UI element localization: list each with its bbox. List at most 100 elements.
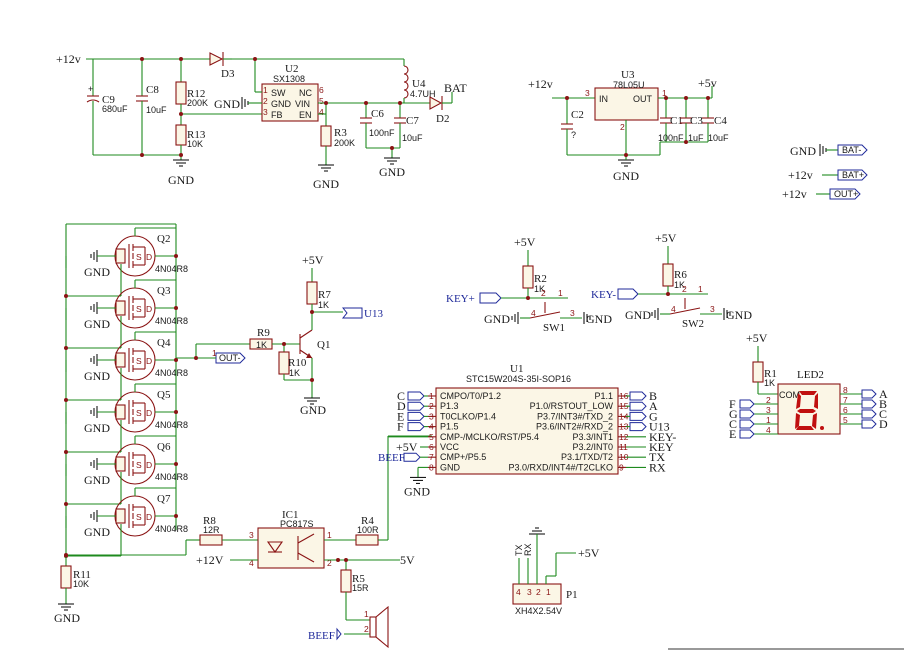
gnd-label-sw1a: GND xyxy=(484,312,510,326)
net-5v-r1: +5V xyxy=(746,331,768,345)
sw1-ref: SW1 xyxy=(543,322,565,334)
gnd-label-u2: GND xyxy=(214,97,240,111)
svg-text:1: 1 xyxy=(662,88,667,98)
q3-value: 4N04R8 xyxy=(155,316,188,326)
u1-pin-num: 11 xyxy=(619,442,628,452)
svg-text:4: 4 xyxy=(319,107,324,117)
svg-text:S: S xyxy=(136,408,142,418)
resistor-r2 xyxy=(522,265,534,289)
c3-value: 1uF xyxy=(688,133,704,143)
p1-rx-label: RX xyxy=(523,543,533,556)
svg-text:IN: IN xyxy=(599,94,608,104)
r8-value: 12R xyxy=(203,525,220,535)
net-key-minus: KEY- xyxy=(591,289,616,301)
led-pin-num: 5 xyxy=(843,415,848,425)
svg-text:2: 2 xyxy=(364,624,369,634)
port-bat-plus xyxy=(837,169,868,181)
ic-u3-78l05 xyxy=(594,87,659,121)
port-out-plus xyxy=(829,188,861,200)
bat-label: BAT xyxy=(444,81,467,95)
d2-ref: D2 xyxy=(436,113,449,125)
resistor-r6 xyxy=(662,263,674,287)
gnd-label-batminus: GND xyxy=(790,144,816,158)
c6-value: 100nF xyxy=(369,128,395,138)
led-pin-num: 7 xyxy=(843,395,848,405)
r6-value: 1K xyxy=(674,280,685,290)
svg-text:EN: EN xyxy=(299,110,312,120)
u1-left-pin-label: CMPO/T0/P1.2 xyxy=(440,391,501,401)
d3-ref: D3 xyxy=(221,68,235,80)
seven-segment-digit xyxy=(795,391,824,430)
u1-net-right: B xyxy=(649,389,657,403)
u1-pin-num: 15 xyxy=(619,401,629,411)
q4-ref: Q4 xyxy=(157,337,171,349)
svg-text:D: D xyxy=(146,252,152,262)
u1-right-pin-label: P3.1/TXD/T2 xyxy=(561,452,613,462)
ic-u2-sx1308 xyxy=(261,83,319,122)
diode-d2 xyxy=(429,96,443,110)
r4-value: 100R xyxy=(357,525,379,535)
p1-tx-label: TX xyxy=(514,544,524,556)
boost-converter-section: +12v D3 + C9 680uF C8 10uF R12 200K R13 … xyxy=(56,52,467,191)
u1-net-right: TX xyxy=(649,450,665,464)
c3-ref: C3 xyxy=(690,115,703,127)
gnd-label-sw1b: GND xyxy=(586,312,612,326)
r5-value: 15R xyxy=(352,583,369,593)
gnd-label-q6: GND xyxy=(84,473,110,487)
r1-ref: R1 xyxy=(764,368,777,380)
svg-text:S: S xyxy=(136,512,142,522)
svg-text:3: 3 xyxy=(249,530,254,540)
ic-u1-stc15w204s xyxy=(435,387,619,475)
gnd-label-c7: GND xyxy=(379,165,405,179)
resistor-r13 xyxy=(175,124,187,146)
gnd-label-q1: GND xyxy=(300,403,326,417)
u4-value: 4.7UH xyxy=(410,89,436,99)
svg-text:3: 3 xyxy=(710,304,715,314)
switch-section: +5V R2 1K KEY+ 2 1 4 3 GND GND SW1 +5V R… xyxy=(446,231,752,334)
led-net-left: E xyxy=(729,427,736,441)
gnd-label-q7: GND xyxy=(84,525,110,539)
r11-ref: R11 xyxy=(73,569,91,581)
led-pin-num: 2 xyxy=(766,395,771,405)
svg-text:D: D xyxy=(146,356,152,366)
r10-ref: R10 xyxy=(288,357,307,369)
net-5v-reg: +5v xyxy=(698,76,717,90)
q3-ref: Q3 xyxy=(157,285,171,297)
svg-text:3: 3 xyxy=(585,88,590,98)
u1-net-vcc: +5V xyxy=(396,440,418,454)
led-pin-num: 3 xyxy=(766,405,771,415)
u1-net-left: C xyxy=(397,389,405,403)
u1-right-pin-label: P3.0/RXD/INT4#/T2CLKO xyxy=(508,462,613,472)
net-5v-r6: +5V xyxy=(655,231,677,245)
optocoupler-section: R11 10K GND R8 12R IC1 PC817S 3 4 1 2 +1… xyxy=(54,435,432,649)
svg-text:D: D xyxy=(146,460,152,470)
u1-pin-num: 9 xyxy=(619,462,624,472)
q4-value: 4N04R8 xyxy=(155,368,188,378)
u1-left-pin-label: VCC xyxy=(440,442,460,452)
net-5v-p1: +5V xyxy=(578,546,600,560)
u3-ref: U3 xyxy=(621,69,635,81)
u1-pin-num: 4 xyxy=(429,422,434,432)
svg-text:GND: GND xyxy=(271,99,292,109)
port-key-minus xyxy=(617,288,639,300)
c7-value: 10uF xyxy=(402,133,423,143)
u1-pin-num: 1 xyxy=(429,391,434,401)
r6-ref: R6 xyxy=(674,269,687,281)
led-pin-num: 8 xyxy=(843,385,848,395)
net-5v-r7: +5V xyxy=(302,253,324,267)
led-net-right: D xyxy=(879,417,888,431)
net-beef-speaker: BEEF xyxy=(308,630,335,642)
r13-value: 10K xyxy=(187,139,203,149)
led-net-right: A xyxy=(879,387,888,401)
r10-value: 1K xyxy=(289,368,300,378)
speaker-body xyxy=(369,616,377,638)
c9-value: 680uF xyxy=(102,104,128,114)
r8-ref: R8 xyxy=(203,515,216,527)
led-net-right: C xyxy=(879,407,887,421)
